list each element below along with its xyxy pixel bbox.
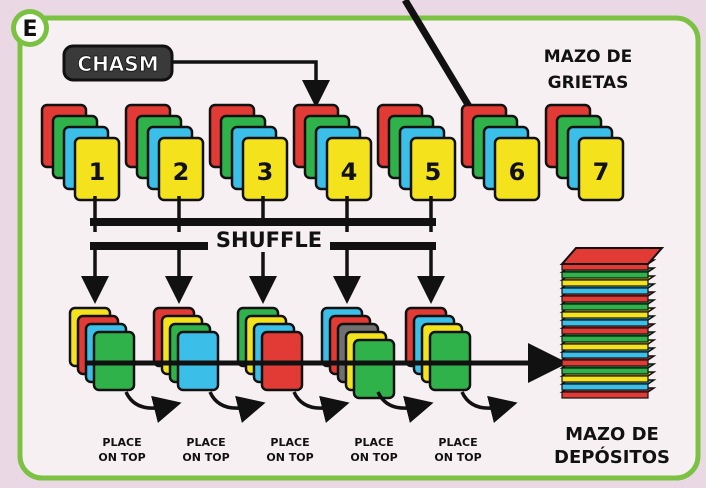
deposit-card-edge xyxy=(562,312,648,318)
deposit-card-edge xyxy=(562,296,648,302)
shuffle-bar-top xyxy=(90,218,436,226)
place-on-top-line1: PLACE xyxy=(186,436,225,449)
deposit-card-edge xyxy=(562,368,648,374)
deposit-deck-label-line1: MAZO DE xyxy=(565,424,659,445)
deposit-card-edge xyxy=(562,336,648,342)
place-on-top-line2: ON TOP xyxy=(266,451,313,464)
rift-deck-number: 7 xyxy=(593,158,610,186)
shuffle-banner: SHUFFLE xyxy=(208,226,330,252)
rift-deck-number: 1 xyxy=(89,158,106,186)
panel-letter-badge: E xyxy=(11,9,49,47)
rift-deck-number: 5 xyxy=(425,158,442,186)
deposit-card-edge xyxy=(562,320,648,326)
deposit-card-edge xyxy=(562,384,648,390)
deposit-card-edge xyxy=(562,392,648,398)
deposit-card-edge xyxy=(562,352,648,358)
place-on-top-line2: ON TOP xyxy=(350,451,397,464)
place-on-top-line2: ON TOP xyxy=(98,451,145,464)
rift-deck-number: 6 xyxy=(509,158,526,186)
rift-deck-number: 3 xyxy=(257,158,274,186)
stack-card-green xyxy=(354,340,394,398)
shuffle-label: SHUFFLE xyxy=(216,228,322,252)
place-on-top-line2: ON TOP xyxy=(182,451,229,464)
deposit-card-edge xyxy=(562,280,648,286)
panel-letter: E xyxy=(22,17,37,42)
deposit-card-edge xyxy=(562,288,648,294)
rift-deck-number: 4 xyxy=(341,158,358,186)
place-on-top-line1: PLACE xyxy=(270,436,309,449)
rift-deck-label-line1: MAZO DE xyxy=(544,47,633,67)
place-on-top-line1: PLACE xyxy=(354,436,393,449)
deposit-card-edge xyxy=(562,344,648,350)
deposit-card-edge xyxy=(562,360,648,366)
chasm-logo-text: CHASM xyxy=(77,52,158,76)
deposit-deck xyxy=(562,248,662,398)
rift-deck-number: 2 xyxy=(173,158,190,186)
deposit-card-edge xyxy=(562,272,648,278)
place-on-top-line1: PLACE xyxy=(102,436,141,449)
deposit-deck-label-line2: DEPÓSITOS xyxy=(554,446,670,468)
rift-deck-label-line2: GRIETAS xyxy=(548,73,629,93)
deposit-card-edge xyxy=(562,328,648,334)
deposit-card-edge xyxy=(562,304,648,310)
deposit-top-card xyxy=(562,248,662,264)
deposit-card-edge xyxy=(562,376,648,382)
place-on-top-line1: PLACE xyxy=(438,436,477,449)
chasm-logo: CHASM xyxy=(64,46,172,80)
place-on-top-line2: ON TOP xyxy=(434,451,481,464)
